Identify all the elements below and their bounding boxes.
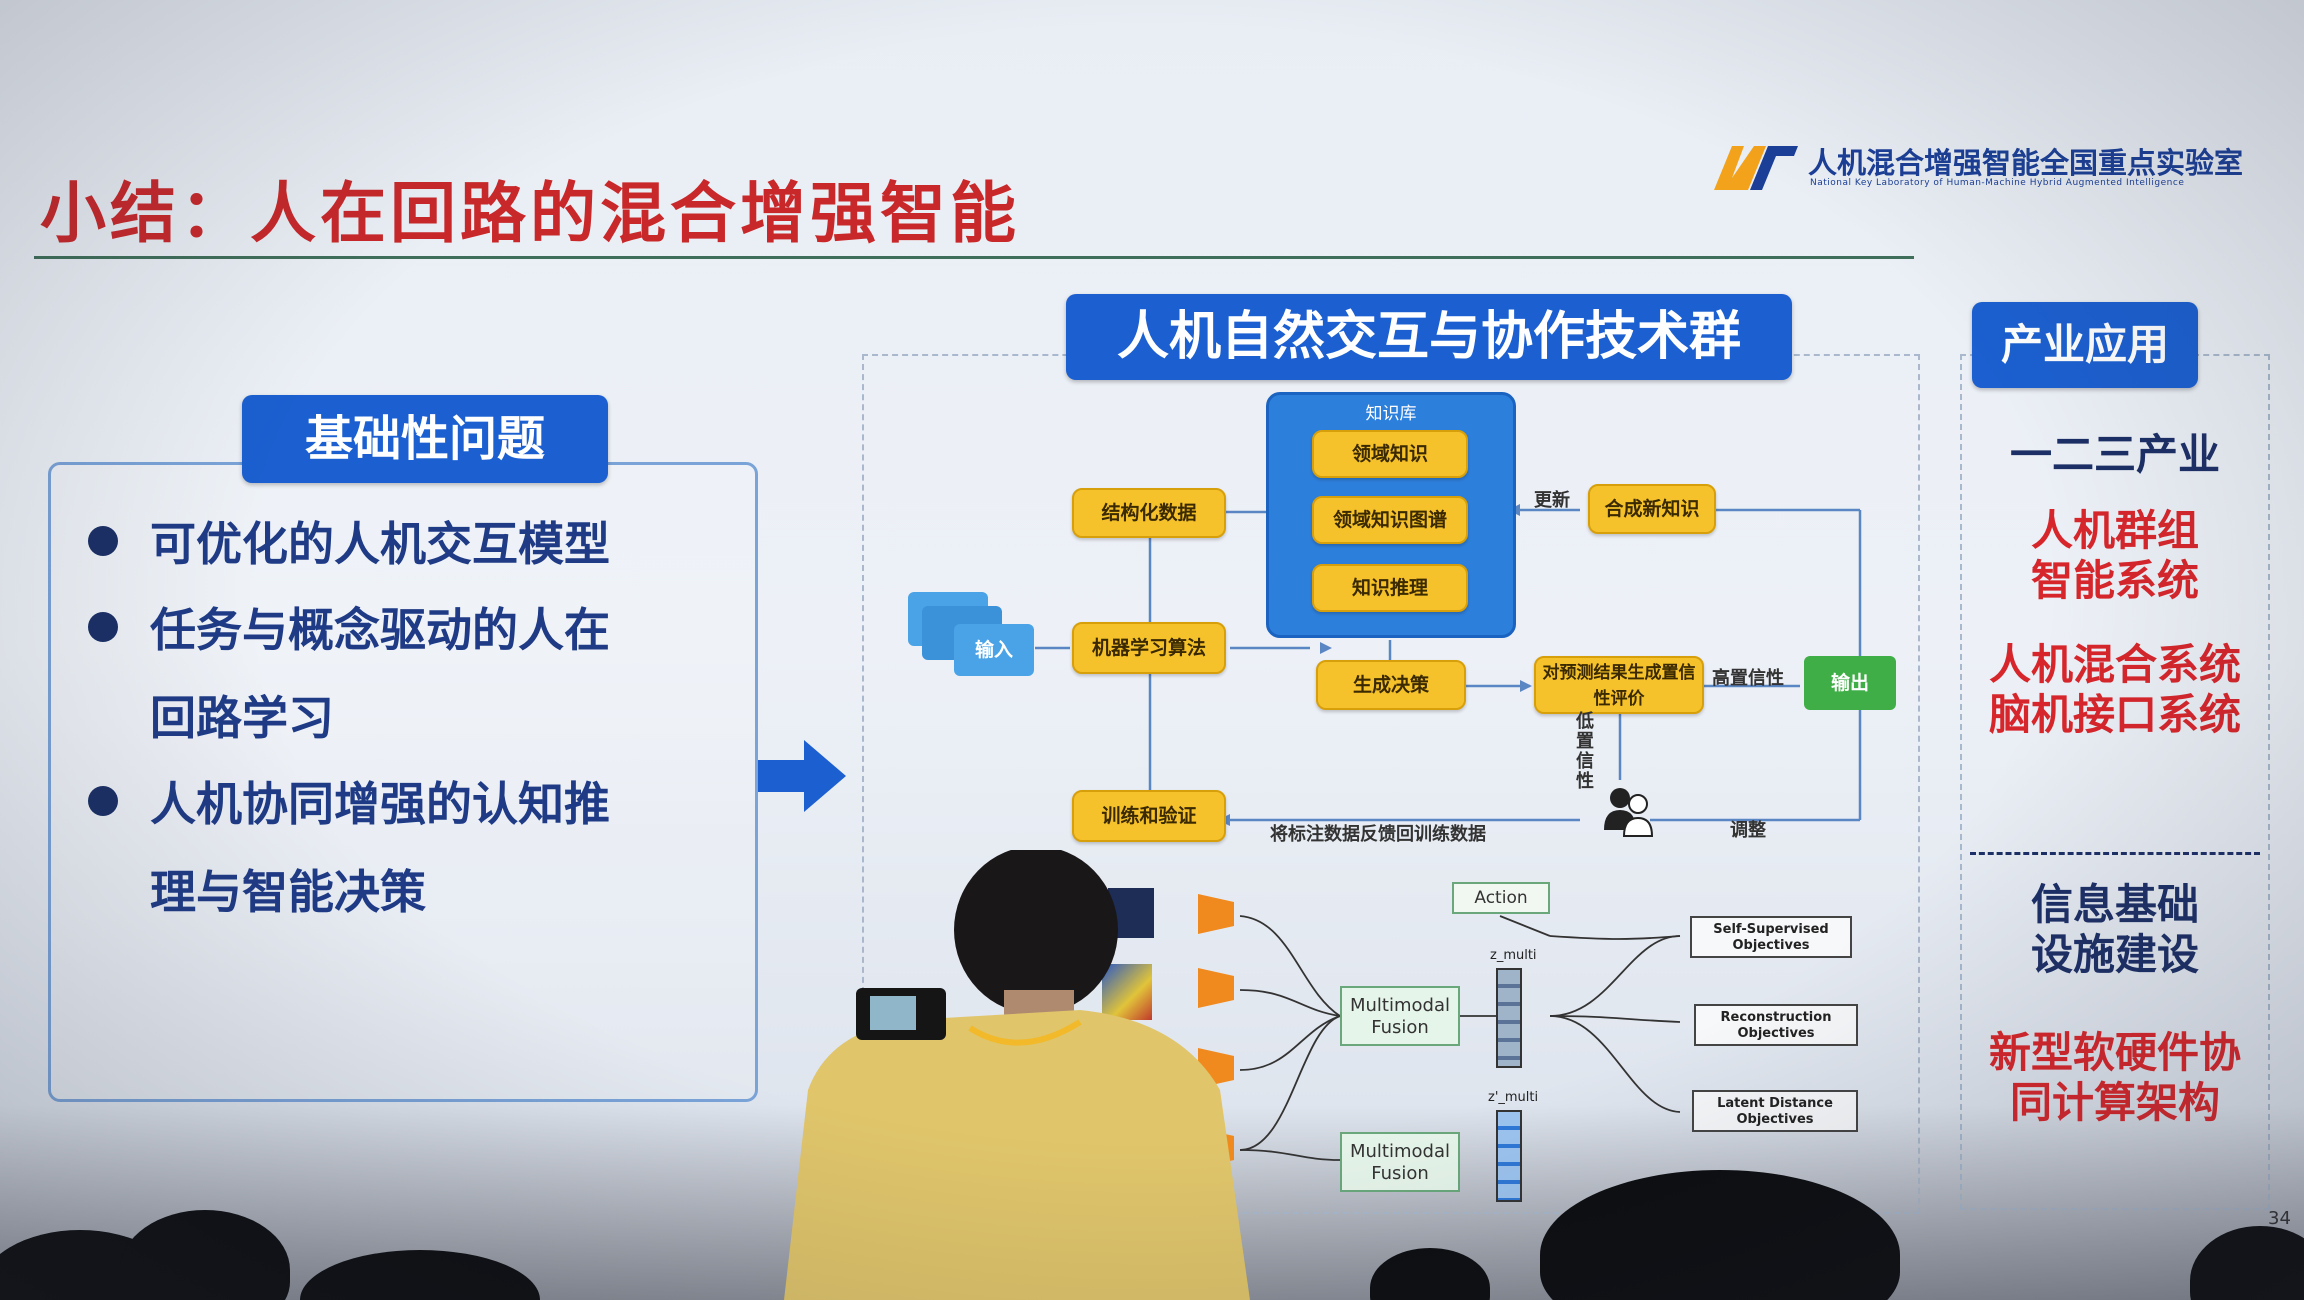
z-multi-label: z_multi <box>1490 948 1537 963</box>
multimodal-fusion-bottom: Multimodal Fusion <box>1340 1132 1460 1192</box>
knowledge-base-title: 知识库 <box>1365 404 1417 424</box>
audience-head <box>1370 1248 1490 1300</box>
node-output: 输出 <box>1804 656 1896 710</box>
audience-head <box>120 1210 290 1300</box>
industry-item-hybrid-bci: 人机混合系统 脑机接口系统 <box>1988 640 2241 739</box>
latent-vector-bottom <box>1496 1110 1522 1202</box>
encoder-icon <box>1198 968 1234 1008</box>
fundamental-issues-panel <box>48 462 758 1102</box>
encoder-icon <box>1198 894 1234 934</box>
objective-latent-distance: Latent Distance Objectives <box>1692 1090 1858 1132</box>
industry-item-infrastructure: 信息基础 设施建设 <box>2030 880 2199 979</box>
industry-divider <box>1970 852 2260 855</box>
industry-item-primary-secondary-tertiary: 一二三产业 <box>2009 430 2220 479</box>
kb-item-knowledge-graph: 领域知识图谱 <box>1312 496 1468 544</box>
human-annotator-icon <box>1604 788 1654 837</box>
label-high-confidence: 高置信性 <box>1712 668 1784 689</box>
lab-name: 人机混合增强智能全国重点实验室 <box>1808 146 2244 180</box>
node-generate-decision: 生成决策 <box>1316 660 1466 710</box>
action-box: Action <box>1452 882 1550 914</box>
audience-head <box>2190 1226 2304 1300</box>
industry-applications-heading: 产业应用 <box>1972 302 2198 388</box>
node-new-knowledge: 合成新知识 <box>1588 484 1716 534</box>
lab-logo-icon <box>1714 146 1798 190</box>
fundamental-issues-heading: 基础性问题 <box>242 395 608 483</box>
bullet-2-line1: 任务与概念驱动的人在 <box>150 603 610 657</box>
label-low-confidence: 低置信性 <box>1576 711 1594 792</box>
z-multi-prime-label: z'_multi <box>1488 1090 1539 1105</box>
node-train-validate: 训练和验证 <box>1072 790 1226 842</box>
title-divider <box>34 256 1914 259</box>
arrow-right-icon <box>758 740 846 812</box>
industry-item-hw-sw-architecture: 新型软硬件协 同计算架构 <box>1988 1028 2241 1127</box>
bullet-dot <box>88 786 118 816</box>
bullet-dot <box>88 526 118 556</box>
label-update: 更新 <box>1534 490 1570 511</box>
kb-item-knowledge-reasoning: 知识推理 <box>1312 564 1468 612</box>
latent-vector-top <box>1496 968 1522 1068</box>
flow-connectors <box>1035 504 1862 826</box>
bullet-dot <box>88 612 118 642</box>
tech-cluster-heading: 人机自然交互与协作技术群 <box>1066 294 1792 380</box>
presenter-silhouette <box>784 850 1250 1300</box>
label-feedback: 将标注数据反馈回训练数据 <box>1270 824 1486 845</box>
audience-head <box>1540 1170 1900 1300</box>
audience-head <box>300 1250 540 1300</box>
multimodal-connectors <box>1239 915 1681 1161</box>
bullet-2-line2: 回路学习 <box>150 691 334 745</box>
multimodal-fusion-top: Multimodal Fusion <box>1340 986 1460 1046</box>
node-input: 输入 <box>954 624 1034 676</box>
objective-self-supervised: Self-Supervised Objectives <box>1690 916 1852 958</box>
slide-title: 小结：人在回路的混合增强智能 <box>40 175 1020 252</box>
label-adjust: 调整 <box>1730 820 1766 841</box>
page-number: 34 <box>2268 1208 2291 1229</box>
node-ml-algorithm: 机器学习算法 <box>1072 622 1226 674</box>
bullet-3-line2: 理与智能决策 <box>150 865 426 919</box>
bullet-3-line1: 人机协同增强的认知推 <box>150 777 610 831</box>
node-confidence-eval: 对预测结果生成置信性评价 <box>1534 656 1704 714</box>
lab-subtitle: National Key Laboratory of Human-Machine… <box>1810 178 2185 188</box>
kb-item-domain-knowledge: 领域知识 <box>1312 430 1468 478</box>
objective-reconstruction: Reconstruction Objectives <box>1694 1004 1858 1046</box>
bullet-1-line1: 可优化的人机交互模型 <box>150 517 610 571</box>
sensor-image-thumbnail <box>1102 964 1152 1020</box>
industry-item-group-intelligence: 人机群组 智能系统 <box>2030 506 2199 605</box>
node-structured-data: 结构化数据 <box>1072 488 1226 538</box>
